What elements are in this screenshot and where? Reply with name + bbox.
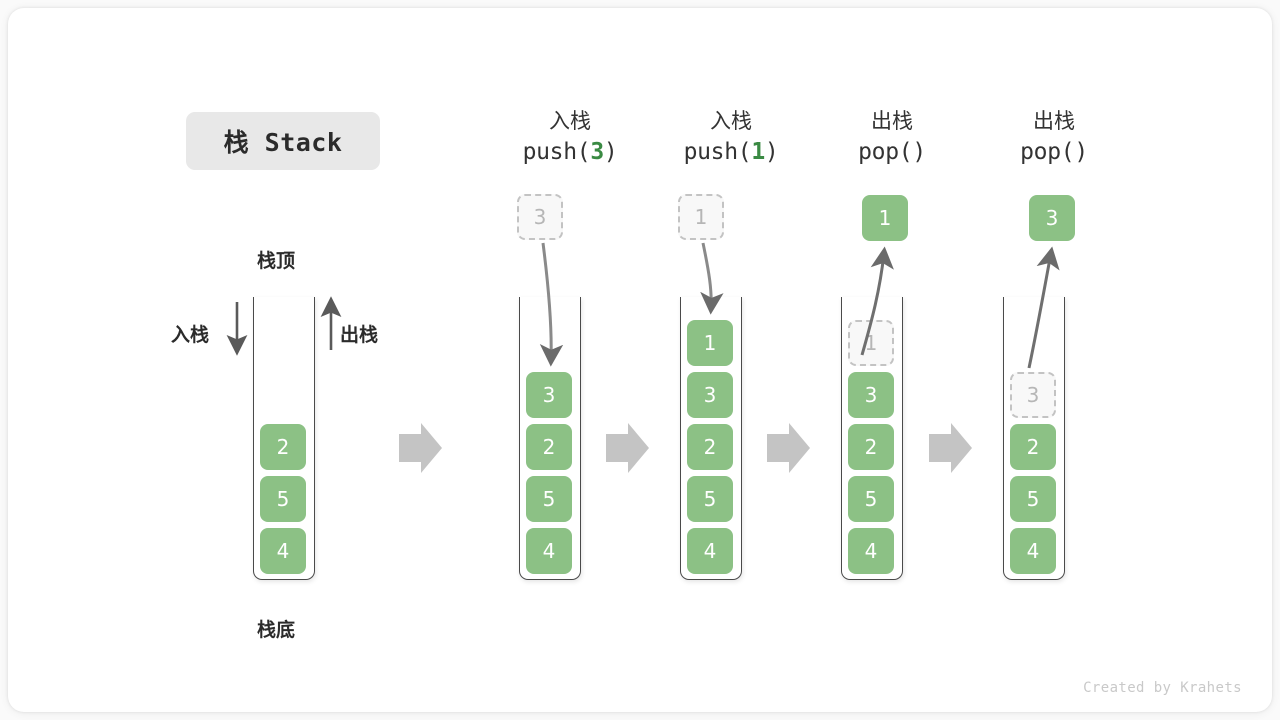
stack-cell: 2 <box>1010 424 1056 470</box>
stack-cell: 5 <box>848 476 894 522</box>
code-suffix: ) <box>603 139 618 165</box>
stack-cell: 3 <box>526 372 572 418</box>
stack-cell: 4 <box>848 528 894 574</box>
base-stack-cell: 4 <box>260 528 306 574</box>
base-stack-cell: 5 <box>260 476 306 522</box>
base-stack-cell: 2 <box>260 424 306 470</box>
floating-element-push-1: 1 <box>678 194 724 240</box>
step-op-code: pop() <box>812 136 972 168</box>
stack-bottom-label: 栈底 <box>257 619 296 641</box>
ghost-top-cell: 1 <box>848 320 894 366</box>
step-header-pop-3: 出栈 pop() <box>974 106 1134 168</box>
step-op-code: push(3) <box>490 136 650 168</box>
step-header-push-3: 入栈 push(3) <box>490 106 650 168</box>
stack-cell: 2 <box>526 424 572 470</box>
stack-tube-push-1 <box>680 297 742 580</box>
step-op-code: pop() <box>974 136 1134 168</box>
step-op-cn: 出栈 <box>871 109 913 133</box>
stack-top-label: 栈顶 <box>257 250 296 272</box>
stack-cell: 4 <box>1010 528 1056 574</box>
code-arg: 3 <box>590 139 604 165</box>
base-push-label: 入栈 <box>171 324 210 346</box>
floating-element-pop-1: 1 <box>862 195 908 241</box>
code-prefix: pop( <box>858 139 913 165</box>
code-arg: 1 <box>751 139 765 165</box>
stack-cell: 3 <box>687 372 733 418</box>
stack-cell: 3 <box>848 372 894 418</box>
stack-cell: 1 <box>687 320 733 366</box>
step-op-cn: 出栈 <box>1033 109 1075 133</box>
stack-cell: 5 <box>1010 476 1056 522</box>
step-op-code: push(1) <box>651 136 811 168</box>
code-suffix: ) <box>764 139 779 165</box>
title-badge: 栈 Stack <box>186 112 380 170</box>
stack-tube-pop-3 <box>1003 297 1065 580</box>
code-prefix: push( <box>683 139 752 165</box>
stack-tube-pop-1 <box>841 297 903 580</box>
stack-cell: 4 <box>526 528 572 574</box>
ghost-top-cell: 3 <box>1010 372 1056 418</box>
step-header-push-1: 入栈 push(1) <box>651 106 811 168</box>
code-prefix: pop( <box>1020 139 1075 165</box>
stack-cell: 2 <box>687 424 733 470</box>
step-op-cn: 入栈 <box>549 109 591 133</box>
base-stack-tube <box>253 297 315 580</box>
code-suffix: ) <box>912 139 926 165</box>
stack-cell: 4 <box>687 528 733 574</box>
stack-cell: 5 <box>526 476 572 522</box>
floating-element-push-3: 3 <box>517 194 563 240</box>
floating-element-pop-3: 3 <box>1029 195 1075 241</box>
stack-cell: 5 <box>687 476 733 522</box>
base-pop-label: 出栈 <box>340 324 379 346</box>
code-prefix: push( <box>522 139 591 165</box>
step-op-cn: 入栈 <box>710 109 752 133</box>
stack-cell: 2 <box>848 424 894 470</box>
credit-text: Created by Krahets <box>1083 680 1242 696</box>
step-header-pop-1: 出栈 pop() <box>812 106 972 168</box>
stack-tube-push-3 <box>519 297 581 580</box>
code-suffix: ) <box>1074 139 1088 165</box>
